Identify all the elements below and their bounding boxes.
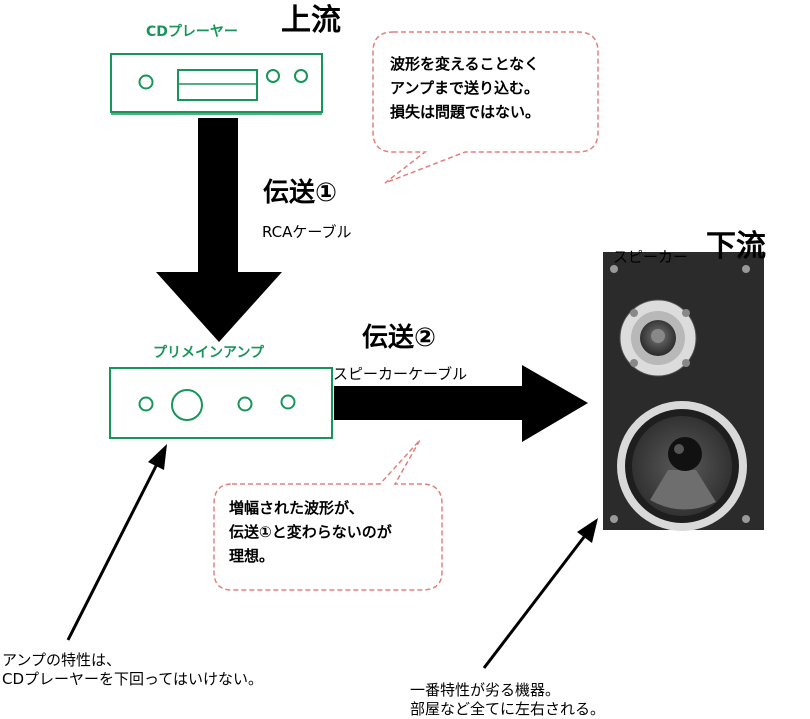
- bubble1-line: 損失は問題ではない。: [390, 103, 541, 121]
- bubble1-line: 波形を変えることなく: [390, 55, 540, 73]
- note-amp-line: アンプの特性は、: [2, 651, 121, 669]
- transfer2-arrow: [334, 365, 588, 442]
- cd-player-device: [110, 53, 323, 115]
- note-speaker-line: 一番特性が劣る機器。: [410, 681, 561, 699]
- preamp-device: [109, 367, 333, 439]
- note-amp-arrow: [66, 444, 167, 641]
- transfer2-title: 伝送②: [362, 323, 437, 353]
- transfer1-cable: RCAケーブル: [262, 223, 352, 241]
- bubble2-text: 増幅された波形が、 伝送①と変わらないのが 理想。: [229, 496, 439, 568]
- bubble1-shape: [372, 31, 599, 184]
- transfer2-cable: スピーカーケーブル: [333, 365, 468, 383]
- note-amp-line: CDプレーヤーを下回ってはいけない。: [2, 670, 263, 688]
- bubble2-shape: [213, 439, 443, 591]
- bubble1-text: 波形を変えることなく アンプまで送り込む。 損失は問題ではない。: [390, 52, 595, 124]
- speaker-device: [603, 252, 764, 531]
- bubble2-line: 理想。: [229, 547, 275, 565]
- cd-player-label: CDプレーヤー: [146, 24, 238, 40]
- downstream-tag: 下流: [706, 229, 766, 264]
- note-amp-text: アンプの特性は、 CDプレーヤーを下回ってはいけない。: [2, 651, 263, 689]
- bubble2-line: 増幅された波形が、: [229, 499, 364, 517]
- bubble2-line: 伝送①と変わらないのが: [229, 523, 392, 541]
- note-speaker-text: 一番特性が劣る機器。 部屋など全てに左右される。: [410, 681, 605, 719]
- note-speaker-line: 部屋など全てに左右される。: [410, 700, 606, 718]
- bubble1-line: アンプまで送り込む。: [390, 79, 539, 97]
- speaker-label: スピーカー: [613, 248, 689, 266]
- note-speaker-arrow: [482, 518, 598, 669]
- transfer1-arrow: [156, 118, 282, 342]
- transfer1-title: 伝送①: [263, 178, 338, 208]
- upstream-tag: 上流: [281, 3, 341, 38]
- preamp-label: プリメインアンプ: [153, 345, 265, 361]
